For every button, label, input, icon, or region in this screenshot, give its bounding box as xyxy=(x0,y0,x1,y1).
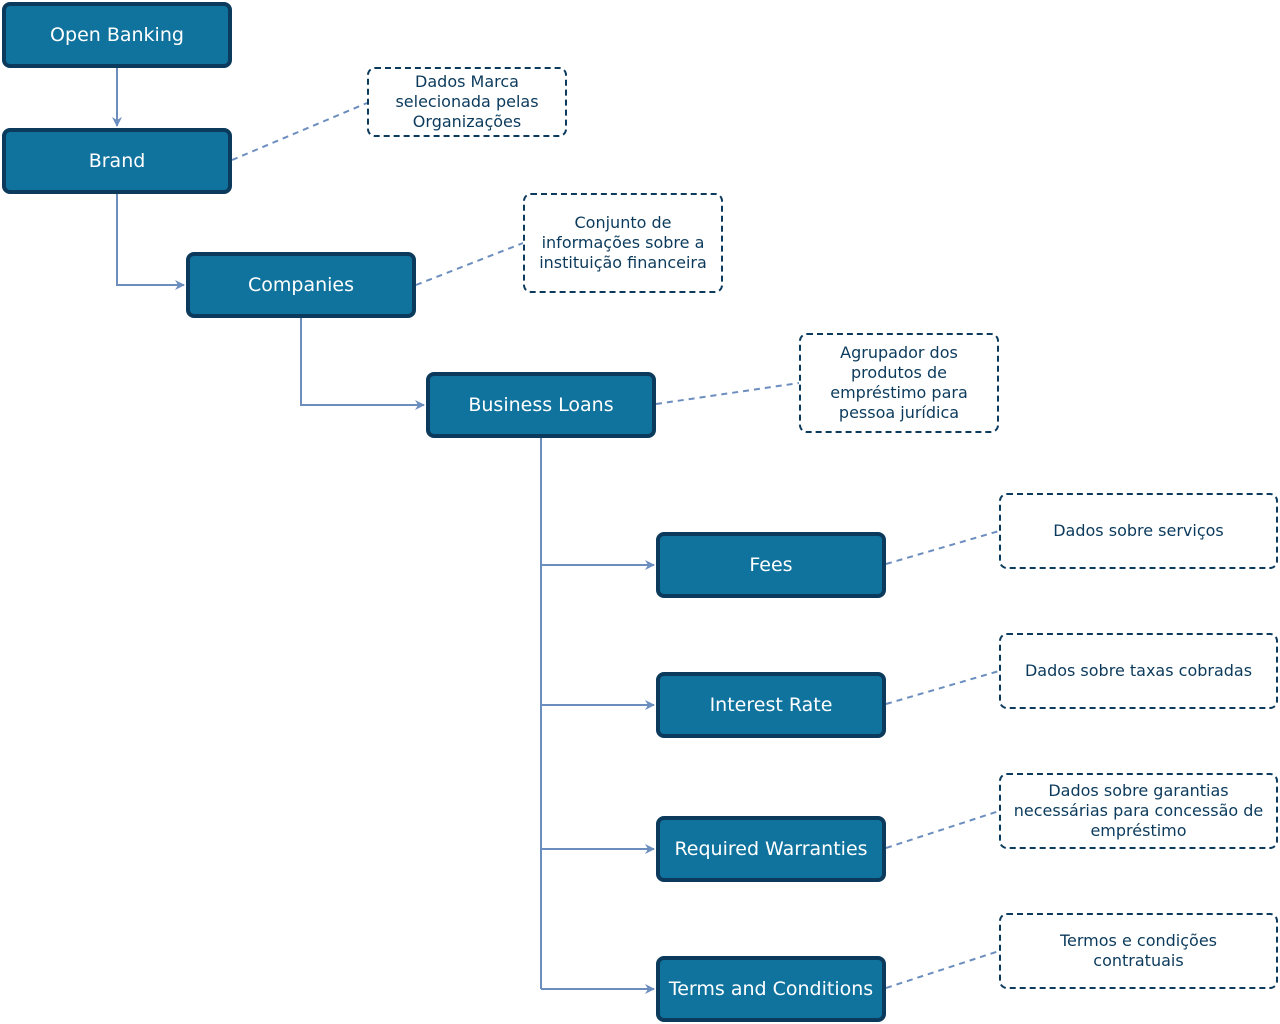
note-interest-rate: Dados sobre taxas cobradas xyxy=(999,633,1278,709)
node-open-banking-label: Open Banking xyxy=(50,24,184,46)
note-link-interest-rate xyxy=(885,670,1000,705)
note-required-warranties: Dados sobre garantias necessárias para c… xyxy=(999,773,1278,849)
note-link-brand xyxy=(231,102,368,161)
note-companies: Conjunto de informações sobre a institui… xyxy=(523,193,723,293)
edge-companies-to-business-loans xyxy=(300,318,425,410)
note-brand: Dados Marca selecionada pelas Organizaçõ… xyxy=(367,67,567,137)
note-link-companies xyxy=(415,242,524,286)
node-brand-label: Brand xyxy=(88,150,146,172)
note-fees: Dados sobre serviços xyxy=(999,493,1278,569)
edge-brand-to-companies xyxy=(116,194,185,290)
note-companies-text: Conjunto de informações sobre a institui… xyxy=(539,213,707,272)
node-required-warranties-label: Required Warranties xyxy=(674,838,868,860)
note-link-business-loans xyxy=(655,382,800,405)
node-brand[interactable]: Brand xyxy=(2,128,232,194)
node-business-loans[interactable]: Business Loans xyxy=(426,372,656,438)
note-link-fees xyxy=(885,530,1000,565)
node-fees[interactable]: Fees xyxy=(656,532,886,598)
note-business-loans-text: Agrupador dos produtos de empréstimo par… xyxy=(830,343,968,422)
note-link-terms-and-conditions xyxy=(885,950,1000,989)
node-fees-label: Fees xyxy=(749,554,793,576)
note-required-warranties-text: Dados sobre garantias necessárias para c… xyxy=(1013,781,1264,840)
note-link-required-warranties xyxy=(885,810,1000,849)
node-terms-and-conditions[interactable]: Terms and Conditions xyxy=(656,956,886,1022)
node-interest-rate[interactable]: Interest Rate xyxy=(656,672,886,738)
note-terms-and-conditions: Termos e condições contratuais xyxy=(999,913,1278,989)
node-interest-rate-label: Interest Rate xyxy=(709,694,833,716)
node-open-banking[interactable]: Open Banking xyxy=(2,2,232,68)
note-brand-text: Dados Marca selecionada pelas Organizaçõ… xyxy=(395,72,539,131)
node-companies[interactable]: Companies xyxy=(186,252,416,318)
node-required-warranties[interactable]: Required Warranties xyxy=(656,816,886,882)
note-interest-rate-text: Dados sobre taxas cobradas xyxy=(1024,661,1253,680)
note-business-loans: Agrupador dos produtos de empréstimo par… xyxy=(799,333,999,433)
note-fees-text: Dados sobre serviços xyxy=(1053,521,1224,540)
node-business-loans-label: Business Loans xyxy=(468,394,614,416)
note-terms-and-conditions-text: Termos e condições contratuais xyxy=(1059,931,1217,970)
node-companies-label: Companies xyxy=(247,274,354,296)
node-terms-and-conditions-label: Terms and Conditions xyxy=(668,978,874,1000)
